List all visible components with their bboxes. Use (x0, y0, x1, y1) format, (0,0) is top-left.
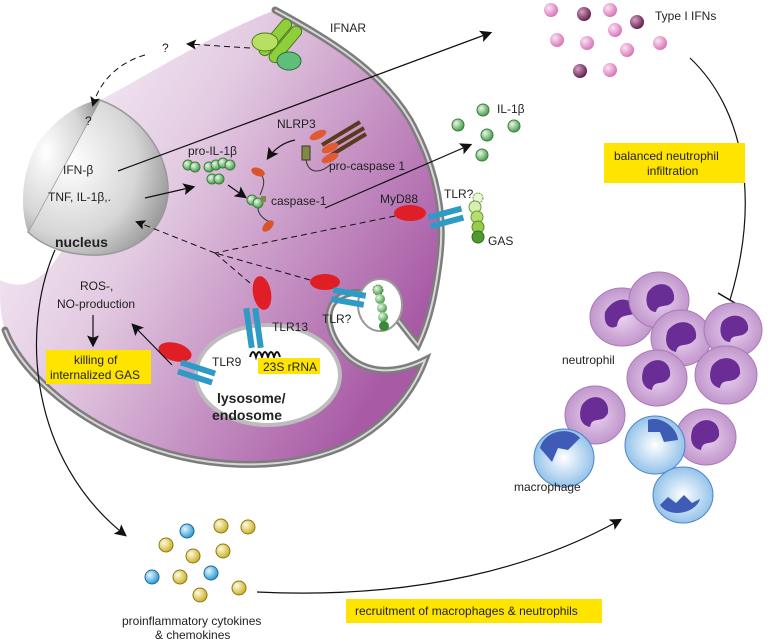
type-i-ifns-label: Type I IFNs (655, 9, 716, 23)
phagocytosed-gas (357, 278, 403, 332)
lysosome-label-line2: endosome (212, 407, 282, 423)
balanced-infiltration-highlight (604, 143, 745, 183)
ifnar-to-question-arrow (186, 39, 251, 50)
recruitment-highlight (346, 599, 602, 623)
il1b-molecules: IL-1β (451, 102, 525, 162)
tlr9-to-ros-arrow (131, 323, 173, 366)
neutrophil-cell (694, 345, 758, 405)
recruitment-arrow (256, 518, 623, 594)
rrna-highlight (258, 358, 320, 374)
type-i-ifn-molecules: Type I IFNs (544, 3, 716, 78)
nucleus-to-cytokines-arrow (35, 249, 127, 537)
gas-label: GAS (488, 234, 513, 248)
proil1b-to-caspase-arrow (227, 184, 247, 199)
pro-il1b-molecules: pro-IL-1β (182, 144, 237, 185)
nlrp3-label: NLRP3 (277, 117, 316, 131)
caspase-to-il1b-arrow (324, 143, 473, 209)
neutrophil-cell (564, 385, 626, 445)
killing-label-line2: internalized GAS (50, 368, 140, 382)
tlr-receptor-bar (427, 205, 463, 221)
ros-label-line1: ROS-, (80, 279, 113, 293)
tlr-q-surface-label: TLR? (444, 187, 474, 201)
nlrp3-to-caspase-arrow (266, 139, 296, 160)
lysosome-endosome: lysosome/ endosome (194, 323, 342, 427)
macrophage-cell-small (624, 415, 686, 475)
nlrp3-inflammasome: NLRP3 pro-caspase 1 (277, 117, 405, 173)
killing-label-line1: killing of (74, 353, 118, 367)
question-mark-top: ? (162, 41, 169, 55)
phagosome-tlr-complex: TLR? (310, 274, 367, 326)
nucleus-label: nucleus (55, 234, 108, 250)
tnf-to-proil1b-arrow (144, 183, 196, 199)
lysosome-label-line1: lysosome/ (217, 390, 286, 406)
immune-cell-cluster: neutrophil macrophage (514, 271, 763, 524)
ifn-beta-secretion-arrow (117, 30, 493, 172)
tlr9-label: TLR9 (212, 355, 242, 369)
cytokines-label-line2: & chemokines (155, 628, 230, 641)
caspase-1-complex: caspase-1 (246, 167, 327, 232)
macrophage-label: macrophage (514, 480, 581, 494)
neutrophil-label: neutrophil (562, 353, 615, 367)
caspase-1-label: caspase-1 (271, 194, 327, 208)
il1b-label: IL-1β (497, 102, 525, 116)
ros-label-line2: NO-production (57, 297, 135, 311)
myd88-adaptor (394, 205, 426, 221)
recruitment-label: recruitment of macrophages & neutrophils (355, 604, 578, 618)
question-mark-left: ? (85, 114, 92, 128)
neutrophil-cell (703, 302, 763, 358)
pro-caspase-label: pro-caspase 1 (329, 159, 405, 173)
ifn-beta-label: IFN-β (63, 163, 93, 177)
tlr13-complex: TLR13 23S rRNA (243, 276, 320, 374)
myd88-signal-line (214, 215, 396, 254)
ifnar-label: IFNAR (330, 21, 366, 35)
tlr13-label: TLR13 (272, 320, 308, 334)
rrna-label: 23S rRNA (263, 360, 317, 374)
neutrophil-cell (626, 349, 688, 407)
balanced-label-line2: infiltration (647, 164, 698, 178)
nucleus: nucleus IFN-β TNF, IL-1β,. (23, 99, 169, 256)
killing-highlight (46, 350, 151, 384)
pro-il1b-label: pro-IL-1β (188, 144, 237, 158)
cytokines-label-line1: proinflammatory cytokines (122, 614, 261, 628)
macrophage-cell-small (652, 466, 714, 524)
neutrophil-cell (675, 408, 737, 466)
tlr-q-phago-label: TLR? (322, 312, 352, 326)
rrna-strand (249, 351, 281, 361)
tnf-label: TNF, IL-1β,. (48, 190, 111, 204)
myd88-label: MyD88 (380, 192, 418, 206)
membrane-highlight (4, 9, 443, 466)
phago-tlr-signal-line (214, 252, 311, 281)
cytokine-molecules: proinflammatory cytokines & chemokines (122, 518, 261, 641)
balanced-label-line1: balanced neutrophil (614, 149, 719, 163)
macrophage-cell-small (533, 428, 595, 488)
myd88-adaptor-2 (310, 274, 340, 290)
surface-tlr-complex: MyD88 TLR? GAS (380, 187, 513, 248)
ifnar-receptor: IFNAR (251, 18, 366, 71)
signal-to-nucleus-arrow (135, 220, 216, 254)
tlr9-complex: TLR9 (158, 342, 242, 386)
tlr13-signal-line (214, 252, 251, 284)
